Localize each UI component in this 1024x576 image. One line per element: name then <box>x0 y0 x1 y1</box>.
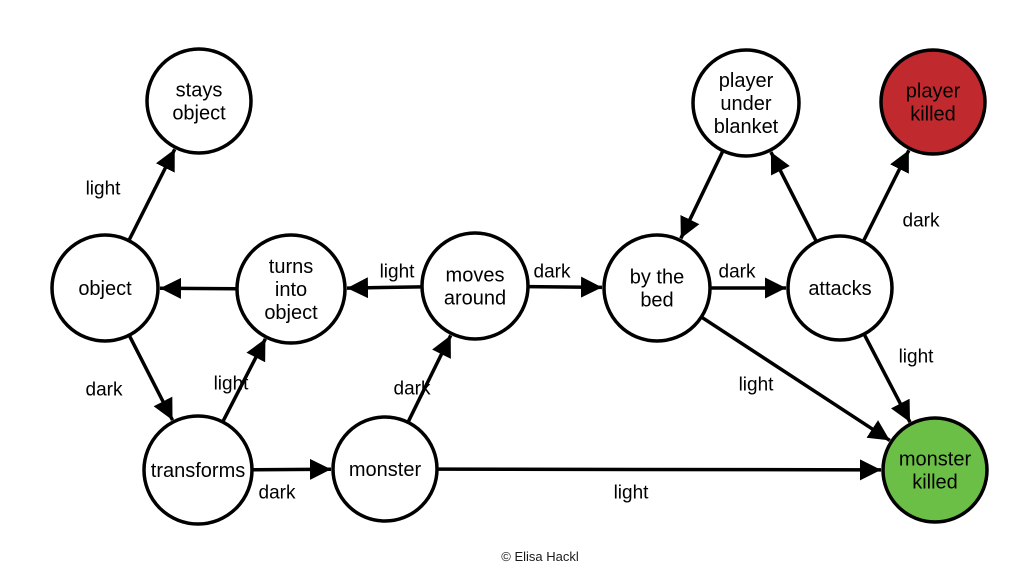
edge-label-dark-transforms-to-monster: dark <box>259 483 296 504</box>
node-object: object <box>50 233 160 343</box>
edge-label-light-moves-around-to-turns-into-object: light <box>380 262 416 283</box>
node-circle-monster-killed <box>881 416 989 524</box>
edge-by-the-bed-to-attacks: dark <box>711 262 786 299</box>
copyright-text: © Elisa Hackl <box>501 549 579 564</box>
node-label-transforms: transforms <box>151 460 245 482</box>
edge-label-dark-moves-around-to-by-the-bed: dark <box>534 262 571 283</box>
edge-object-to-stays-object: light <box>86 148 177 241</box>
node-circle-attacks <box>786 234 894 342</box>
edge-monster-to-monster-killed: light <box>437 459 882 504</box>
edge-moves-around-to-turns-into-object: light <box>346 262 422 299</box>
node-circle-stays-object <box>145 47 253 155</box>
edge-attacks-to-monster-killed: light <box>862 334 935 423</box>
edge-label-light-object-to-stays-object: light <box>86 179 122 200</box>
edge-attacks-to-player-killed: dark <box>862 149 940 242</box>
node-circle-monster <box>331 415 439 523</box>
edge-object-to-transforms: dark <box>86 335 175 421</box>
node-circle-turns-into-object <box>235 233 347 345</box>
edge-label-dark-by-the-bed-to-attacks: dark <box>719 262 756 283</box>
node-label-monster: monster <box>349 459 422 481</box>
edge-monster-to-moves-around: dark <box>394 334 453 423</box>
node-attacks: attacks <box>786 234 894 342</box>
edge-label-dark-object-to-transforms: dark <box>86 380 123 401</box>
node-circle-transforms <box>142 414 254 526</box>
edge-attacks-to-player-under-blanket <box>769 151 818 242</box>
node-monster: monster <box>331 415 439 523</box>
edge-label-dark-monster-to-moves-around: dark <box>394 379 431 400</box>
node-circle-by-the-bed <box>602 233 712 343</box>
edge-by-the-bed-to-monster-killed: light <box>701 316 891 442</box>
node-transforms: transforms <box>142 414 254 526</box>
edge-label-light-transforms-to-turns-into-object: light <box>214 374 250 395</box>
edge-label-light-attacks-to-monster-killed: light <box>899 347 935 368</box>
node-circle-player-under-blanket <box>691 48 801 158</box>
node-circle-player-killed <box>879 48 987 156</box>
edge-moves-around-to-by-the-bed: dark <box>528 262 603 298</box>
node-label-object: object <box>78 278 132 300</box>
edge-label-light-monster-to-monster-killed: light <box>614 483 650 504</box>
edge-label-light-by-the-bed-to-monster-killed: light <box>739 375 775 396</box>
node-circle-moves-around <box>420 231 530 341</box>
edge-label-dark-attacks-to-player-killed: dark <box>903 211 940 232</box>
edge-transforms-to-turns-into-object: light <box>214 338 267 422</box>
node-circle-object <box>50 233 160 343</box>
edge-transforms-to-monster: dark <box>252 458 332 504</box>
edge-player-under-blanket-to-by-the-bed <box>679 150 725 240</box>
node-label-attacks: attacks <box>808 278 871 300</box>
